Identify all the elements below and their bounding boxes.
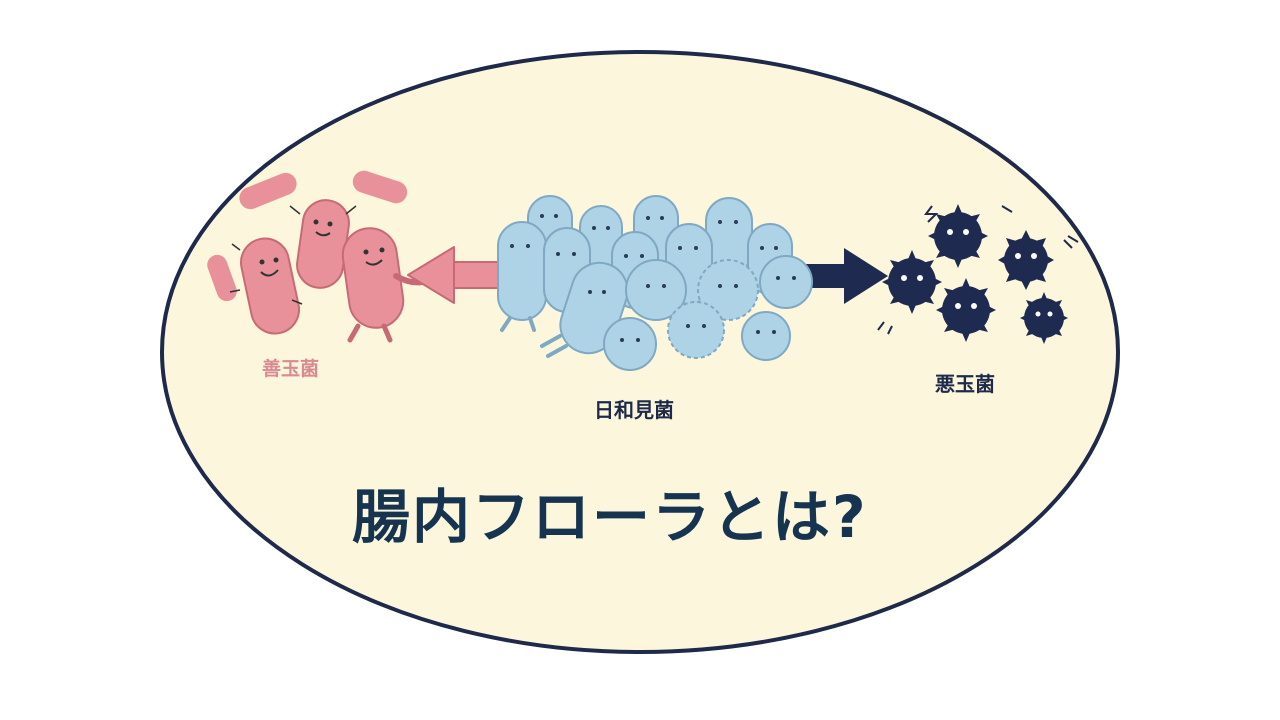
good-bacteria-rod [207, 254, 237, 302]
bad-bacteria-icon [877, 204, 1079, 344]
page-title: 腸内フローラとは? [352, 483, 868, 551]
neutral-bacteria-label: 日和見菌 [594, 398, 674, 422]
good-bacteria-label: 善玉菌 [262, 358, 320, 380]
good-bacteria-rod [352, 170, 408, 204]
good-bacteria-group [207, 170, 425, 343]
arrow-left-icon [407, 246, 507, 304]
bad-bacteria-group [877, 204, 1079, 344]
good-bacteria-rod [239, 172, 297, 210]
good-bacteria-icon [341, 227, 425, 343]
neutral-bacteria-group [497, 195, 813, 371]
good-bacteria-icon [229, 237, 303, 335]
good-bacteria-icon [289, 199, 357, 289]
neutral-bacteria-icon [497, 195, 813, 371]
bad-bacteria-label: 悪玉菌 [935, 372, 995, 396]
